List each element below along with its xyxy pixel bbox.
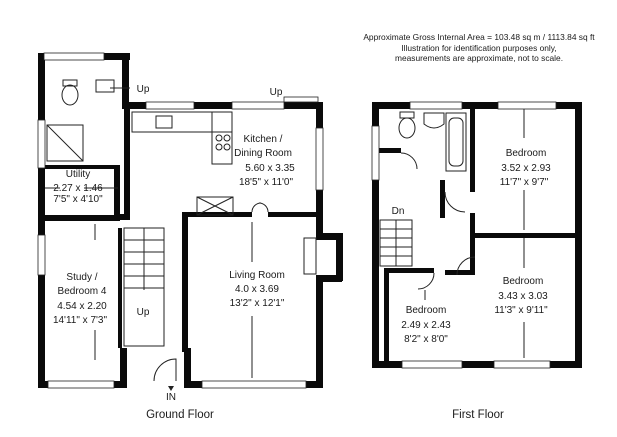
first-floor-labels: Bedroom 3.52 x 2.93 11'7" x 9'7" Bedroom… bbox=[392, 148, 552, 421]
bath bbox=[445, 112, 467, 172]
entrance-arrow-icon bbox=[168, 386, 174, 391]
first-floor-internal-walls bbox=[379, 102, 580, 364]
wash-basin bbox=[95, 79, 115, 93]
kitchen-label-line1: Kitchen / bbox=[244, 134, 283, 145]
up-marker-utility: Up bbox=[137, 84, 150, 95]
living-room-dimensions-imperial: 13'2" x 12'1" bbox=[230, 298, 285, 309]
study-label-line2: Bedroom 4 bbox=[58, 286, 107, 297]
kitchen-sink bbox=[155, 115, 173, 129]
up-marker-kitchen: Up bbox=[270, 87, 283, 98]
study-label-line1: Study / bbox=[66, 272, 97, 283]
wash-basin-first-floor bbox=[423, 112, 445, 129]
kitchen-label-line2: Dining Room bbox=[234, 148, 292, 159]
kitchen-counter-side bbox=[211, 111, 233, 165]
bedroom3-dimensions-metric: 2.49 x 2.43 bbox=[401, 320, 451, 331]
bathroom-door bbox=[400, 152, 418, 170]
living-room-dimensions-metric: 4.0 x 3.69 bbox=[235, 284, 279, 295]
first-floor-windows bbox=[371, 101, 557, 369]
ground-floor-labels: Kitchen / Dining Room 5.60 x 3.35 18'5" … bbox=[53, 84, 295, 421]
utility-dimensions-metric: 2.27 x 1.46 bbox=[53, 183, 103, 194]
study-dimensions-imperial: 14'11" x 7'3" bbox=[53, 315, 108, 326]
bedroom2-dimensions-metric: 3.43 x 3.03 bbox=[498, 291, 548, 302]
bedroom1-label: Bedroom bbox=[506, 148, 547, 159]
area-note-line-2: Illustration for identification purposes… bbox=[401, 42, 557, 53]
bedroom2-dimensions-imperial: 11'3" x 9'11" bbox=[494, 305, 548, 316]
first-floor-staircase bbox=[379, 219, 413, 267]
bedroom2-label: Bedroom bbox=[503, 276, 544, 287]
study-dimensions-metric: 4.54 x 2.20 bbox=[57, 301, 107, 312]
ground-floor-windows bbox=[37, 52, 324, 389]
utility-cupboard bbox=[196, 196, 234, 216]
bedroom1-dimensions-metric: 3.52 x 2.93 bbox=[501, 163, 551, 174]
ground-floor: Kitchen / Dining Room 5.60 x 3.35 18'5" … bbox=[37, 52, 343, 421]
bedroom3-dimensions-imperial: 8'2" x 8'0" bbox=[404, 334, 448, 345]
front-door bbox=[153, 358, 177, 382]
bedroom1-dimensions-imperial: 11'7" x 9'7" bbox=[500, 177, 549, 188]
kitchen-dimensions-imperial: 18'5" x 11'0" bbox=[239, 177, 294, 188]
living-room-label: Living Room bbox=[229, 270, 285, 281]
utility-dimensions-imperial: 7'5" x 4'10" bbox=[53, 194, 103, 205]
shower-tray bbox=[46, 124, 84, 162]
toilet-first-floor bbox=[398, 117, 416, 139]
area-note-line-1: Approximate Gross Internal Area = 103.48… bbox=[363, 32, 595, 42]
fireplace bbox=[303, 237, 317, 275]
bedroom3-door bbox=[417, 272, 435, 290]
down-marker-stairs: Dn bbox=[392, 206, 405, 217]
ground-floor-title: Ground Floor bbox=[146, 409, 214, 421]
first-floor: Bedroom 3.52 x 2.93 11'7" x 9'7" Bedroom… bbox=[371, 101, 582, 421]
ground-floor-staircase bbox=[123, 227, 165, 347]
area-note: Approximate Gross Internal Area = 103.48… bbox=[345, 32, 613, 64]
first-floor-fixtures bbox=[379, 109, 525, 358]
area-note-line-3: measurements are approximate, not to sca… bbox=[394, 53, 564, 63]
toilet bbox=[61, 84, 79, 106]
bedroom3-label: Bedroom bbox=[406, 305, 447, 316]
hob-ring bbox=[215, 134, 223, 142]
ground-floor-fixtures bbox=[45, 79, 317, 382]
utility-label: Utility bbox=[66, 169, 90, 180]
up-marker-stairs: Up bbox=[137, 307, 150, 318]
kitchen-dimensions-metric: 5.60 x 3.35 bbox=[245, 163, 295, 174]
living-room-double-door bbox=[251, 202, 269, 213]
kitchen-counter-top bbox=[131, 111, 233, 133]
bedroom1-door bbox=[444, 191, 466, 213]
first-floor-title: First Floor bbox=[452, 409, 504, 421]
entrance-marker: IN bbox=[166, 392, 176, 403]
bedroom2-door bbox=[456, 256, 476, 276]
